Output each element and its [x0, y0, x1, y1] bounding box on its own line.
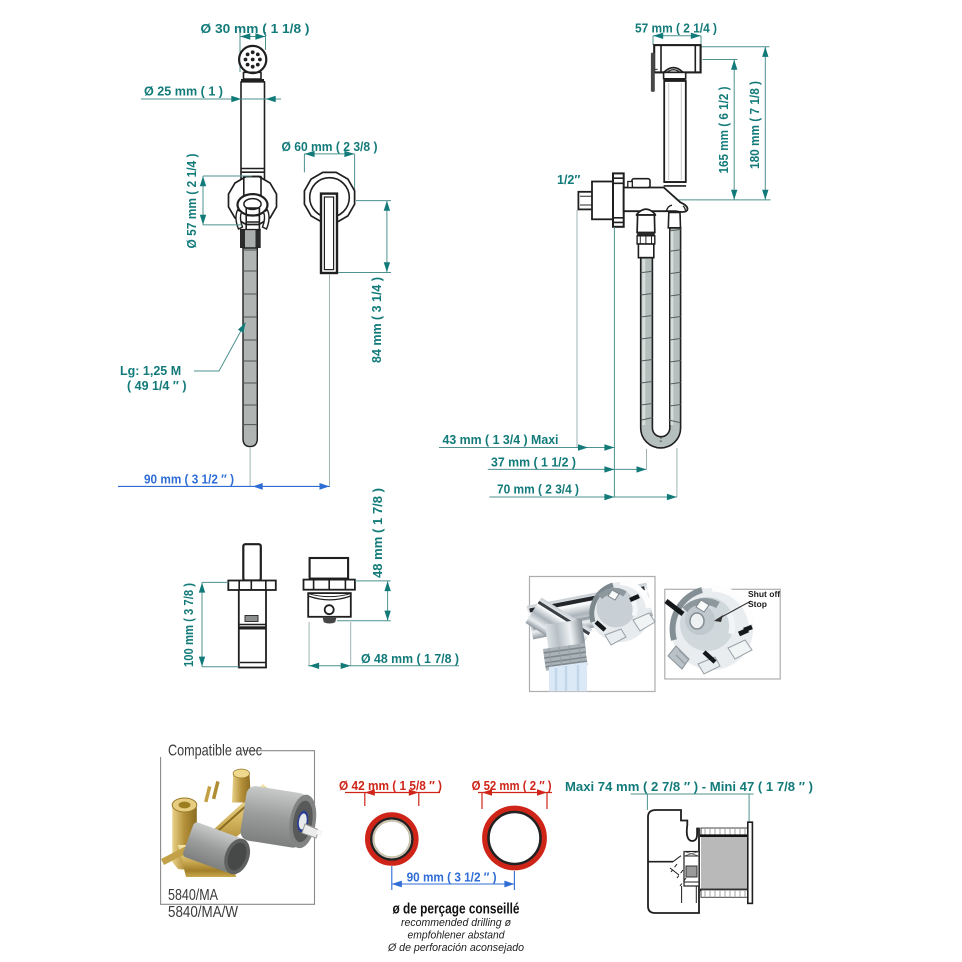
- svg-text:Ø 60 mm ( 2 3/8 ): Ø 60 mm ( 2 3/8 ): [282, 140, 378, 154]
- svg-text:100 mm ( 3 7/8 ): 100 mm ( 3 7/8 ): [182, 583, 196, 667]
- svg-text:empfohlener abstand: empfohlener abstand: [408, 930, 506, 942]
- svg-text:84 mm ( 3 1/4 ): 84 mm ( 3 1/4 ): [370, 277, 384, 363]
- svg-text:Ø 48 mm ( 1 7/8 ): Ø 48 mm ( 1 7/8 ): [361, 652, 459, 666]
- svg-text:Shut off: Shut off: [748, 589, 780, 599]
- svg-text:Ø 57 mm ( 2 1/4 ): Ø 57 mm ( 2 1/4 ): [185, 154, 199, 249]
- svg-text:( 49 1/4 ″ ): ( 49 1/4 ″ ): [127, 379, 187, 393]
- svg-text:ø de perçage conseillé: ø de perçage conseillé: [393, 902, 520, 918]
- svg-text:57 mm ( 2 1/4 ): 57 mm ( 2 1/4 ): [635, 22, 717, 36]
- svg-text:5840/MA/W: 5840/MA/W: [168, 904, 239, 921]
- svg-text:165 mm ( 6 1/2 ): 165 mm ( 6 1/2 ): [717, 87, 731, 174]
- svg-text:Ø de perforación aconsejado: Ø de perforación aconsejado: [387, 942, 524, 954]
- svg-text:Ø 42 mm ( 1 5/8 ″ ): Ø 42 mm ( 1 5/8 ″ ): [339, 779, 442, 793]
- svg-text:Maxi 74 mm ( 2 7/8 ″ ) - Min: Maxi 74 mm ( 2 7/8 ″ ) - Mini 47 ( 1 7/8…: [565, 780, 813, 794]
- svg-text:90 mm ( 3 1/2 ″ ): 90 mm ( 3 1/2 ″ ): [407, 871, 497, 885]
- svg-text:48 mm ( 1 7/8 ): 48 mm ( 1 7/8 ): [371, 488, 385, 578]
- svg-text:37 mm ( 1 1/2 ): 37 mm ( 1 1/2 ): [491, 456, 576, 470]
- svg-text:Ø 25 mm ( 1 ): Ø 25 mm ( 1 ): [144, 85, 223, 99]
- svg-text:43 mm ( 1 3/4 ) Maxi: 43 mm ( 1 3/4 ) Maxi: [443, 433, 559, 447]
- svg-text:Lg: 1,25 M: Lg: 1,25 M: [120, 364, 181, 378]
- svg-text:recommended drilling ø: recommended drilling ø: [401, 917, 511, 929]
- svg-text:1/2″: 1/2″: [557, 173, 580, 187]
- svg-text:5840/MA: 5840/MA: [168, 887, 218, 904]
- svg-text:90 mm ( 3 1/2 ″ ): 90 mm ( 3 1/2 ″ ): [144, 473, 234, 487]
- svg-text:Compatible avec: Compatible avec: [168, 743, 262, 760]
- svg-text:70 mm ( 2 3/4 ): 70 mm ( 2 3/4 ): [497, 483, 579, 497]
- svg-text:Ø 30 mm ( 1 1/8 ): Ø 30 mm ( 1 1/8 ): [201, 22, 310, 36]
- svg-text:180 mm ( 7 1/8 ): 180 mm ( 7 1/8 ): [748, 81, 762, 169]
- svg-text:Stop: Stop: [748, 599, 767, 609]
